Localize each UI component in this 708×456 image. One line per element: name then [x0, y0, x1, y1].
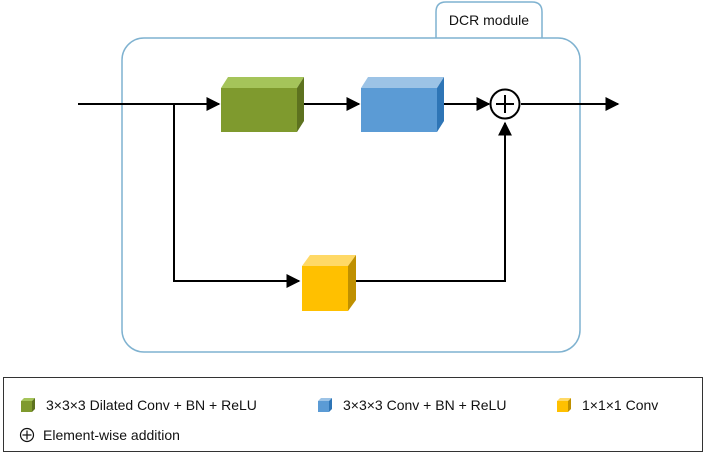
connections: [78, 97, 620, 288]
yellow-cube-icon: [557, 398, 571, 412]
plus-circle-icon: [489, 88, 521, 120]
module-title: DCR module: [448, 12, 530, 28]
legend-label: 1×1×1 Conv: [582, 397, 659, 413]
legend-label: Element-wise addition: [43, 427, 180, 443]
legend-item-pointwise-conv: 1×1×1 Conv: [556, 397, 658, 413]
legend-item-dilated-conv: 3×3×3 Dilated Conv + BN + ReLU: [20, 397, 257, 413]
conv-block: [361, 77, 444, 132]
blue-cube-icon: [318, 398, 332, 412]
plus-circle-icon: [19, 427, 35, 443]
pointwise-conv-block: [302, 255, 356, 311]
legend-item-addition: Element-wise addition: [19, 427, 180, 443]
skip-to-yellow-arrow: [173, 104, 301, 288]
legend: 3×3×3 Dilated Conv + BN + ReLU 3×3×3 Con…: [3, 377, 703, 452]
legend-item-conv: 3×3×3 Conv + BN + ReLU: [317, 397, 506, 413]
dcr-module-frame: [121, 1, 581, 353]
yellow-to-add-arrow: [356, 121, 512, 282]
green-cube-icon: [21, 398, 35, 412]
dilated-conv-block: [221, 77, 304, 132]
legend-label: 3×3×3 Dilated Conv + BN + ReLU: [46, 397, 257, 413]
legend-label: 3×3×3 Conv + BN + ReLU: [343, 397, 507, 413]
